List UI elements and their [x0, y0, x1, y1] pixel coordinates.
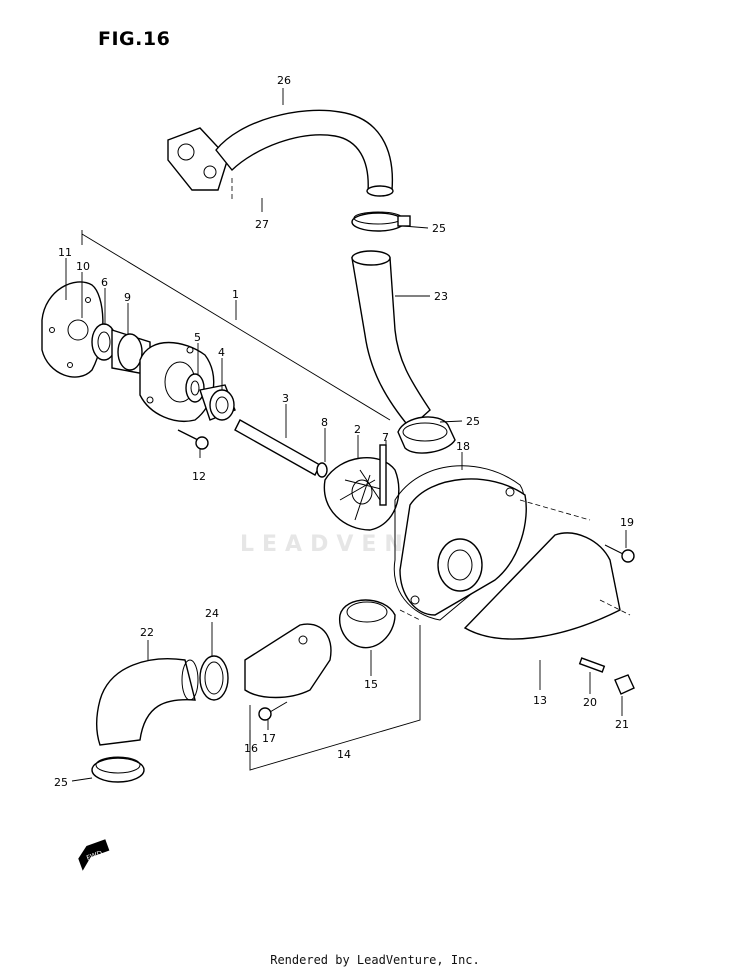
- callout-22: 22: [140, 626, 154, 639]
- part-20-stud[interactable]: [578, 657, 606, 673]
- callout-13: 13: [533, 694, 547, 707]
- callout-15: 15: [364, 678, 378, 691]
- callout-8: 8: [321, 416, 328, 429]
- part-12-screw[interactable]: [177, 429, 209, 450]
- pump-body[interactable]: [399, 478, 527, 616]
- forward-arrow-icon: FWD: [78, 839, 110, 871]
- part-7-bolt[interactable]: [379, 444, 387, 506]
- part-25-clamp-top[interactable]: [351, 211, 411, 232]
- callout-1: 1: [232, 288, 239, 301]
- part-3-shaft[interactable]: [234, 419, 321, 476]
- part-25-clamp-middle[interactable]: [397, 416, 456, 454]
- callout-14: 14: [337, 748, 351, 761]
- callout-23: 23: [434, 290, 448, 303]
- callout-25-top: 25: [432, 222, 446, 235]
- part-16-elbow[interactable]: [244, 623, 332, 699]
- callout-19: 19: [620, 516, 634, 529]
- callout-26: 26: [277, 74, 291, 87]
- part-19-bolt[interactable]: [604, 544, 635, 563]
- callout-25-bottom: 25: [54, 776, 68, 789]
- figure-title: FIG.16: [98, 28, 171, 50]
- callout-11: 11: [58, 246, 72, 259]
- callout-24: 24: [205, 607, 219, 620]
- part-5-ring[interactable]: [185, 373, 205, 403]
- part-26-hose-flange[interactable]: [167, 109, 394, 197]
- callout-20: 20: [583, 696, 597, 709]
- footer-credit: Rendered by LeadVenture, Inc.: [270, 953, 480, 967]
- part-23-hose[interactable]: [351, 250, 431, 430]
- callout-9: 9: [124, 291, 131, 304]
- callout-6: 6: [101, 276, 108, 289]
- part-21-nut[interactable]: [614, 674, 635, 695]
- callout-3: 3: [282, 392, 289, 405]
- callout-12: 12: [192, 470, 206, 483]
- callout-18: 18: [456, 440, 470, 453]
- part-2-impeller[interactable]: [323, 456, 400, 531]
- callout-10: 10: [76, 260, 90, 273]
- callout-5: 5: [194, 331, 201, 344]
- callout-17: 17: [262, 732, 276, 745]
- callout-16: 16: [244, 742, 258, 755]
- part-6-bearing[interactable]: [91, 323, 117, 361]
- part-24-clamp[interactable]: [199, 655, 229, 701]
- callout-2: 2: [354, 423, 361, 436]
- part-4-seal[interactable]: [199, 384, 236, 421]
- callout-25-middle: 25: [466, 415, 480, 428]
- callout-7: 7: [382, 431, 389, 444]
- callout-21: 21: [615, 718, 629, 731]
- callout-4: 4: [218, 346, 225, 359]
- part-17-screw[interactable]: [258, 701, 288, 721]
- part-13-cover[interactable]: [463, 532, 621, 640]
- callout-27: 27: [255, 218, 269, 231]
- part-15-thermostat[interactable]: [338, 599, 396, 649]
- part-25-clamp-bottom[interactable]: [91, 756, 145, 783]
- part-22-hose[interactable]: [95, 658, 199, 746]
- part-8-washer[interactable]: [316, 462, 328, 478]
- part-11-gasket[interactable]: [41, 281, 104, 378]
